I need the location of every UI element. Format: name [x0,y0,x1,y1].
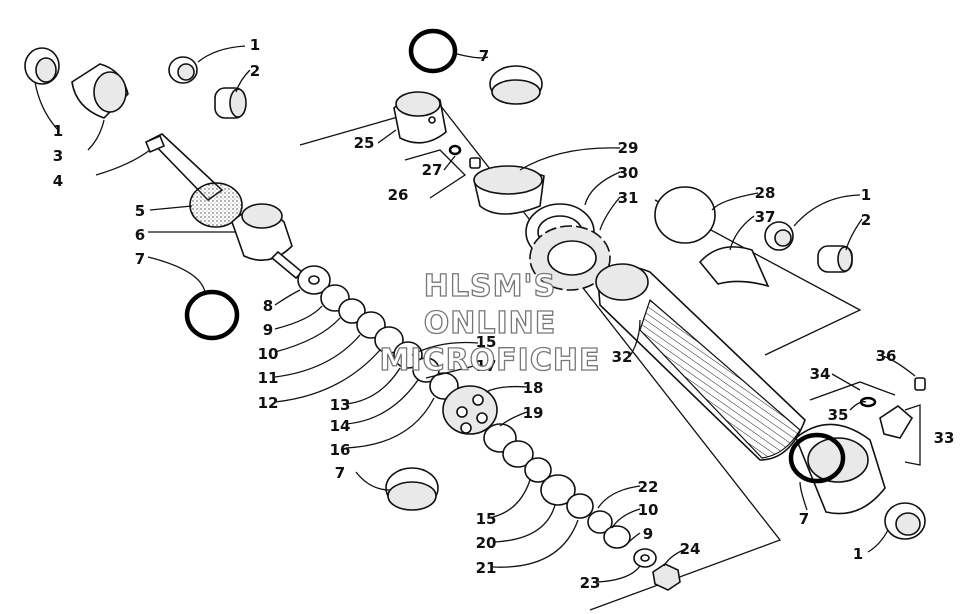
seal-disc-28 [654,186,716,244]
part-number-label: 22 [638,478,659,496]
part-number-label: 23 [580,574,601,592]
part-number-label: 7 [135,250,145,268]
part-number-label: 4 [53,172,63,190]
part-number-label: 11 [258,369,279,387]
part-number-label: 1 [861,186,871,204]
bracket-34 [809,381,896,401]
part-number-label: 2 [861,211,871,229]
part-number-label: 12 [258,394,279,412]
bracket-33 [904,404,921,466]
part-number-label: 21 [476,559,497,577]
part-number-label: 15 [476,333,497,351]
small-o-ring-27 [448,144,462,156]
bushing-1-right [764,221,794,251]
part-number-label: 9 [643,525,653,543]
part-number-label: 34 [810,365,831,383]
part-number-label: 36 [876,347,897,365]
guard-37 [698,246,770,288]
part-number-label: 13 [330,396,351,414]
bushing-1-topleft [24,47,60,85]
bracket-26 [404,149,467,199]
collar-29 [473,165,545,215]
part-number-label: 29 [618,139,639,157]
part-number-label: 31 [618,189,639,207]
part-number-label: 25 [354,134,375,152]
watermark-line-2: ONLINE [424,306,557,341]
part-number-label: 10 [258,345,279,363]
part-number-label: 20 [476,534,497,552]
part-number-label: 14 [330,417,351,435]
group-bracket-right [654,199,862,356]
part-number-label: 33 [934,429,955,447]
group-bracket-main [299,104,782,611]
part-number-label: 24 [680,540,701,558]
part-number-label: 9 [263,321,273,339]
part-number-label: 1 [853,545,863,563]
o-ring-7-right [788,432,846,484]
part-number-label: 27 [422,161,443,179]
part-number-label: 7 [479,47,489,65]
valve-body-35 [879,404,914,439]
sleeve-2-right [817,245,853,273]
part-number-label: 35 [828,406,849,424]
wear-band-7-top [489,65,543,105]
part-number-label: 1 [250,36,260,54]
part-number-label: 7 [799,510,809,528]
wear-band-7-lower [385,467,439,511]
leader-lines [34,45,916,583]
part-number-label: 28 [755,184,776,202]
part-number-label: 26 [388,186,409,204]
part-number-label: 18 [523,379,544,397]
sleeve-2-topleft [214,87,247,119]
o-ring-7-left [184,289,240,341]
watermark-line-3: MICROFICHE [380,343,601,378]
reservoir-cap-25 [393,91,447,144]
lock-nut-24 [652,563,681,591]
valve-washer-stack [297,265,459,400]
shock-body-32 [595,263,806,461]
part-number-label: 1 [53,122,63,140]
part-number-label: 7 [335,464,345,482]
part-number-label: 10 [638,501,659,519]
part-number-label: 6 [135,226,145,244]
part-number-label: 5 [135,202,145,220]
part-number-label: 37 [755,208,776,226]
o-ring-7-top [408,28,458,74]
valve-washer-stack-lower [483,423,657,568]
part-number-label: 2 [250,62,260,80]
valve-core-36 [914,377,926,391]
end-cap-6 [231,203,304,280]
part-number-label: 16 [330,441,351,459]
eyelet-3 [71,63,129,119]
watermark: HLSM'S ONLINE MICROFICHE [379,268,601,378]
part-number-label: 3 [53,147,63,165]
part-number-label: 15 [476,510,497,528]
lock-ring-31 [529,225,611,291]
part-number-label: 17 [476,357,497,375]
piston-18 [442,385,498,435]
part-number-label: 19 [523,404,544,422]
watermark-line-1: HLSM'S [424,269,556,304]
bushing-1-small [168,56,198,84]
bushing-1-lower-right [884,502,926,540]
valve-screw [469,157,481,169]
bumper-5 [189,182,243,228]
part-number-label: 32 [612,348,633,366]
part-number-label: 30 [618,164,639,182]
part-number-label: 8 [263,297,273,315]
